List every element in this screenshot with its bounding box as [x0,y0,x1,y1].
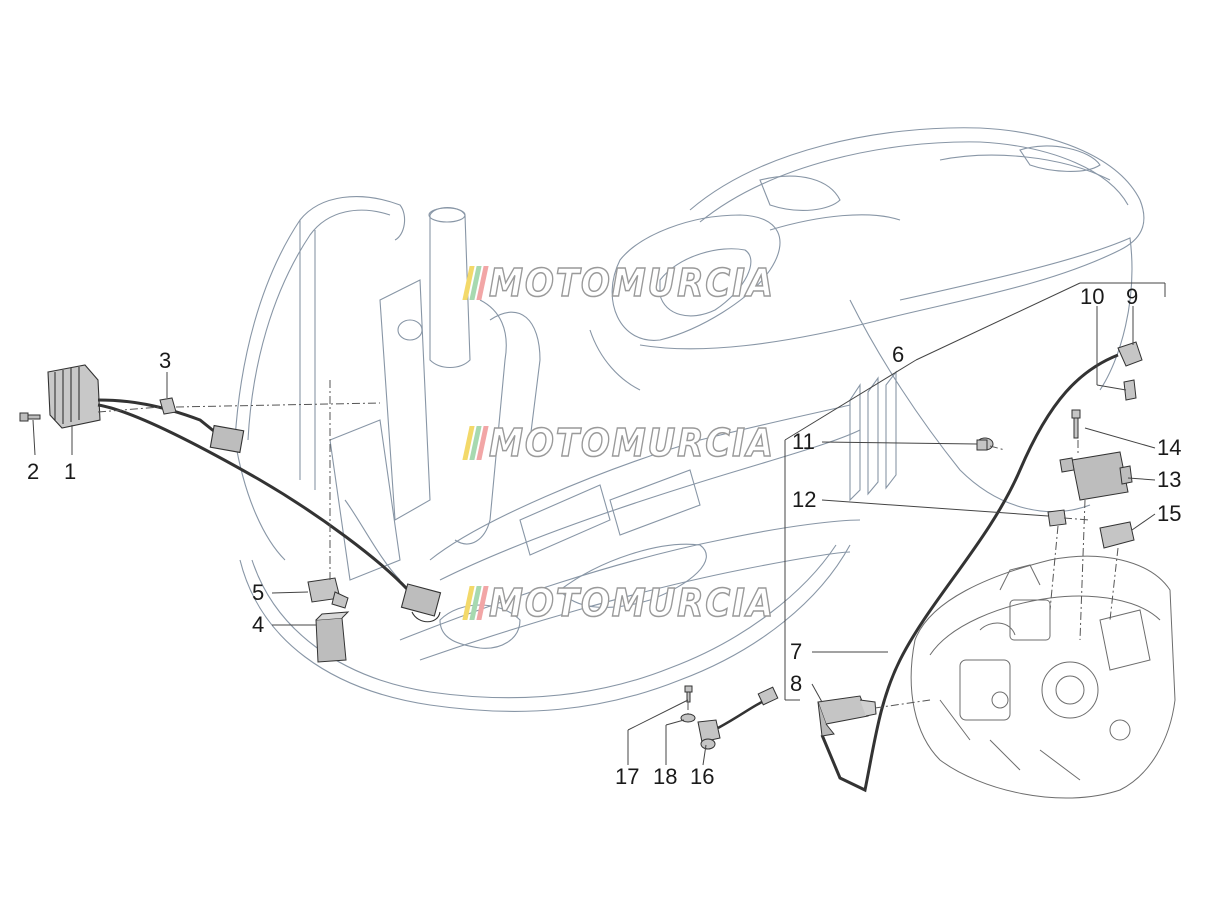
cable-clip [1047,509,1067,527]
watermark-middle: MOTOMURCIA [462,420,807,466]
screw-part [1071,409,1081,439]
watermark-logo-bars [462,426,489,460]
callout-5: 5 [252,580,265,605]
callout-10: 10 [1080,284,1105,309]
grommet-part [976,437,994,451]
ignition-coil [1059,451,1133,501]
relay-part [315,611,350,663]
ht-lead [820,353,1119,793]
leader-lines [32,282,1166,766]
callout-6: 6 [892,342,905,367]
pickup-part [817,695,877,737]
callout-18: 18 [653,764,678,789]
small-screw [684,685,693,703]
watermark-logo-bars [462,586,489,620]
watermark-text: MOTOMURCIA [488,260,775,306]
callout-14: 14 [1157,435,1182,460]
bracket-part [1099,521,1135,549]
engine-block [910,555,1176,799]
switch-part [307,577,349,609]
callout-2: 2 [27,459,40,484]
callout-1: 1 [64,459,77,484]
callout-7: 7 [790,639,803,664]
callout-9: 9 [1126,284,1139,309]
bolt-part [19,412,41,422]
watermark-text: MOTOMURCIA [488,420,775,466]
clip-part [159,397,177,415]
watermark-logo-bars [462,266,489,300]
callout-3: 3 [159,348,172,373]
spark-plug-cap [1117,341,1143,401]
watermark-bottom: MOTOMURCIA [462,580,807,626]
callout-17: 17 [615,764,640,789]
callout-4: 4 [252,612,265,637]
assembly-lines [97,380,1119,714]
callout-16: 16 [690,764,715,789]
watermark-top: MOTOMURCIA [462,260,807,306]
callout-13: 13 [1157,467,1182,492]
callout-8: 8 [790,671,803,696]
callout-11: 11 [792,429,815,454]
callout-15: 15 [1157,501,1182,526]
sensor-part [697,686,779,750]
watermark-text: MOTOMURCIA [488,580,775,626]
washer-part [680,713,696,723]
voltage-regulator [47,364,442,623]
scooter-body-frame [234,127,1145,712]
callout-12: 12 [792,487,817,512]
